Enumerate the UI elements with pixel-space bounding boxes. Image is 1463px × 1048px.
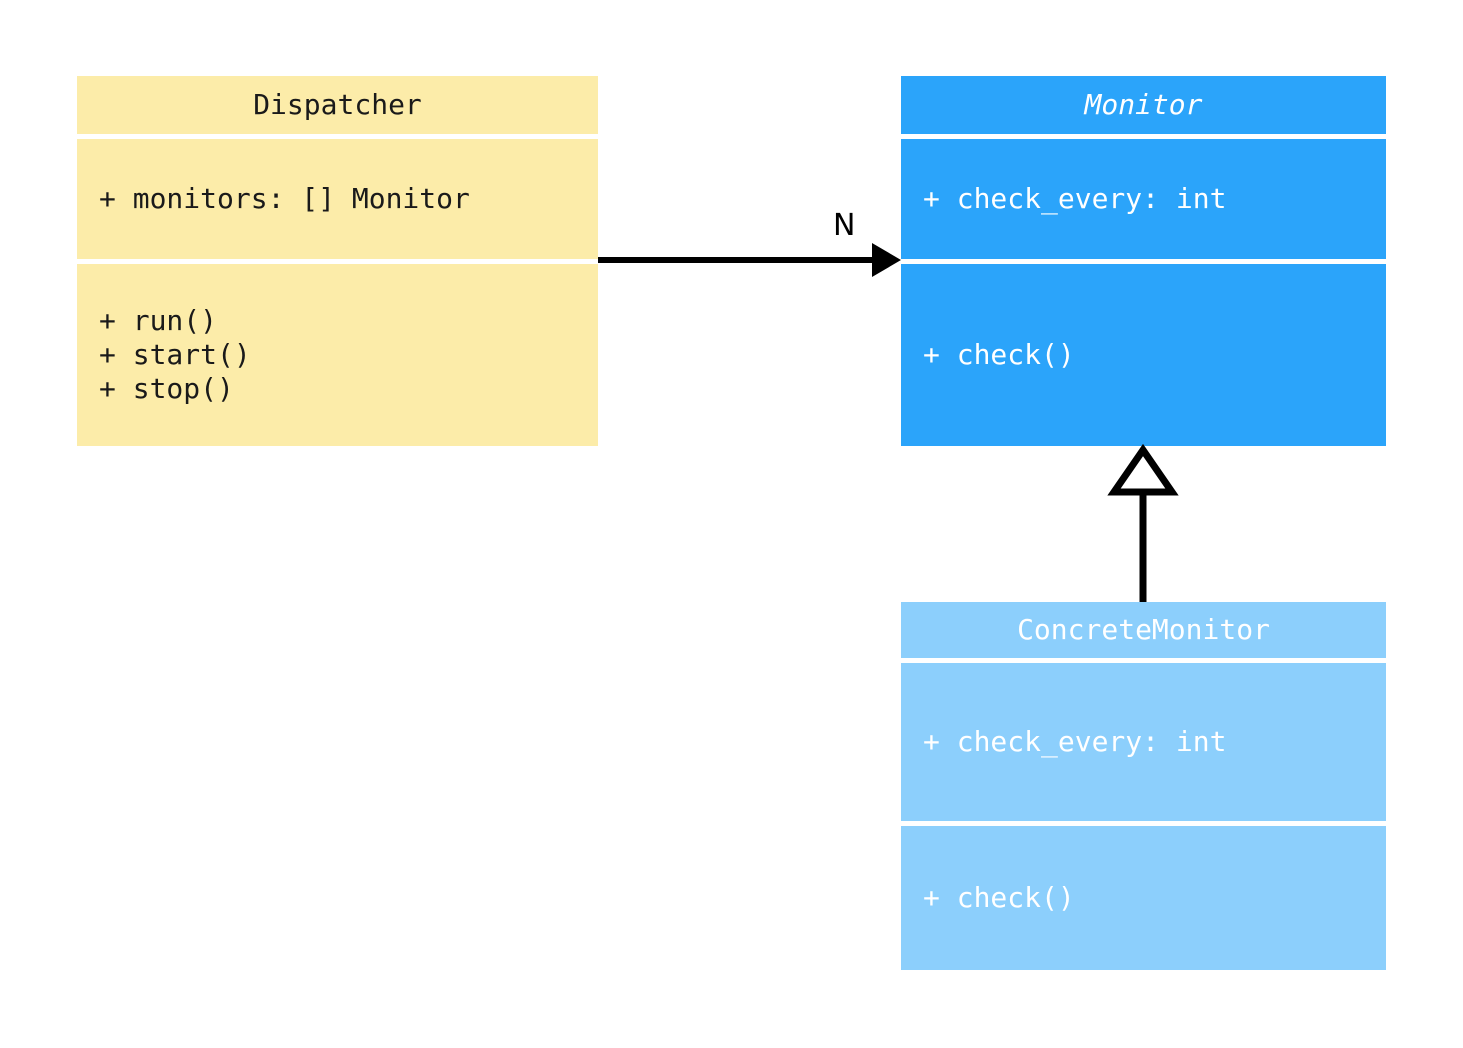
attribute-list: + monitors: [] Monitor xyxy=(77,182,598,216)
class-methods-compartment: + check() xyxy=(901,826,1386,970)
generalization-hollow-triangle-icon xyxy=(1107,443,1179,496)
attribute-item: + check_every: int xyxy=(923,182,1227,215)
class-methods-compartment: + check() xyxy=(901,264,1386,446)
class-name-dispatcher: Dispatcher xyxy=(253,88,422,121)
attribute-list: + check_every: int xyxy=(901,725,1386,759)
class-name-monitor: Monitor xyxy=(1084,88,1203,121)
class-attributes-compartment: + check_every: int xyxy=(901,663,1386,821)
method-list: + check() xyxy=(901,881,1386,915)
method-item: + start() xyxy=(99,338,251,371)
class-name-concrete-monitor: ConcreteMonitor xyxy=(1017,613,1270,646)
method-item: + check() xyxy=(923,338,1075,371)
class-box-concrete-monitor[interactable]: ConcreteMonitor + check_every: int + che… xyxy=(901,602,1386,970)
class-title-compartment: ConcreteMonitor xyxy=(901,602,1386,658)
class-title-compartment: Monitor xyxy=(901,76,1386,134)
class-box-monitor[interactable]: Monitor + check_every: int + check() xyxy=(901,76,1386,446)
generalization-edge-concrete-monitor-monitor[interactable] xyxy=(1107,443,1179,602)
method-item: + check() xyxy=(923,881,1075,914)
association-arrowhead-icon xyxy=(872,243,901,277)
class-methods-compartment: + run() + start() + stop() xyxy=(77,264,598,446)
class-title-compartment: Dispatcher xyxy=(77,76,598,134)
class-attributes-compartment: + monitors: [] Monitor xyxy=(77,139,598,259)
class-attributes-compartment: + check_every: int xyxy=(901,139,1386,259)
attribute-list: + check_every: int xyxy=(901,182,1386,216)
method-list: + run() + start() + stop() xyxy=(77,304,598,406)
association-multiplicity-label: N xyxy=(833,208,856,243)
attribute-item: + monitors: [] Monitor xyxy=(99,182,470,215)
method-item: + stop() xyxy=(99,372,234,405)
association-edge-dispatcher-monitor[interactable] xyxy=(598,243,901,277)
method-item: + run() xyxy=(99,304,218,337)
attribute-item: + check_every: int xyxy=(923,725,1227,758)
method-list: + check() xyxy=(901,338,1386,372)
class-box-dispatcher[interactable]: Dispatcher + monitors: [] Monitor + run(… xyxy=(77,76,598,446)
